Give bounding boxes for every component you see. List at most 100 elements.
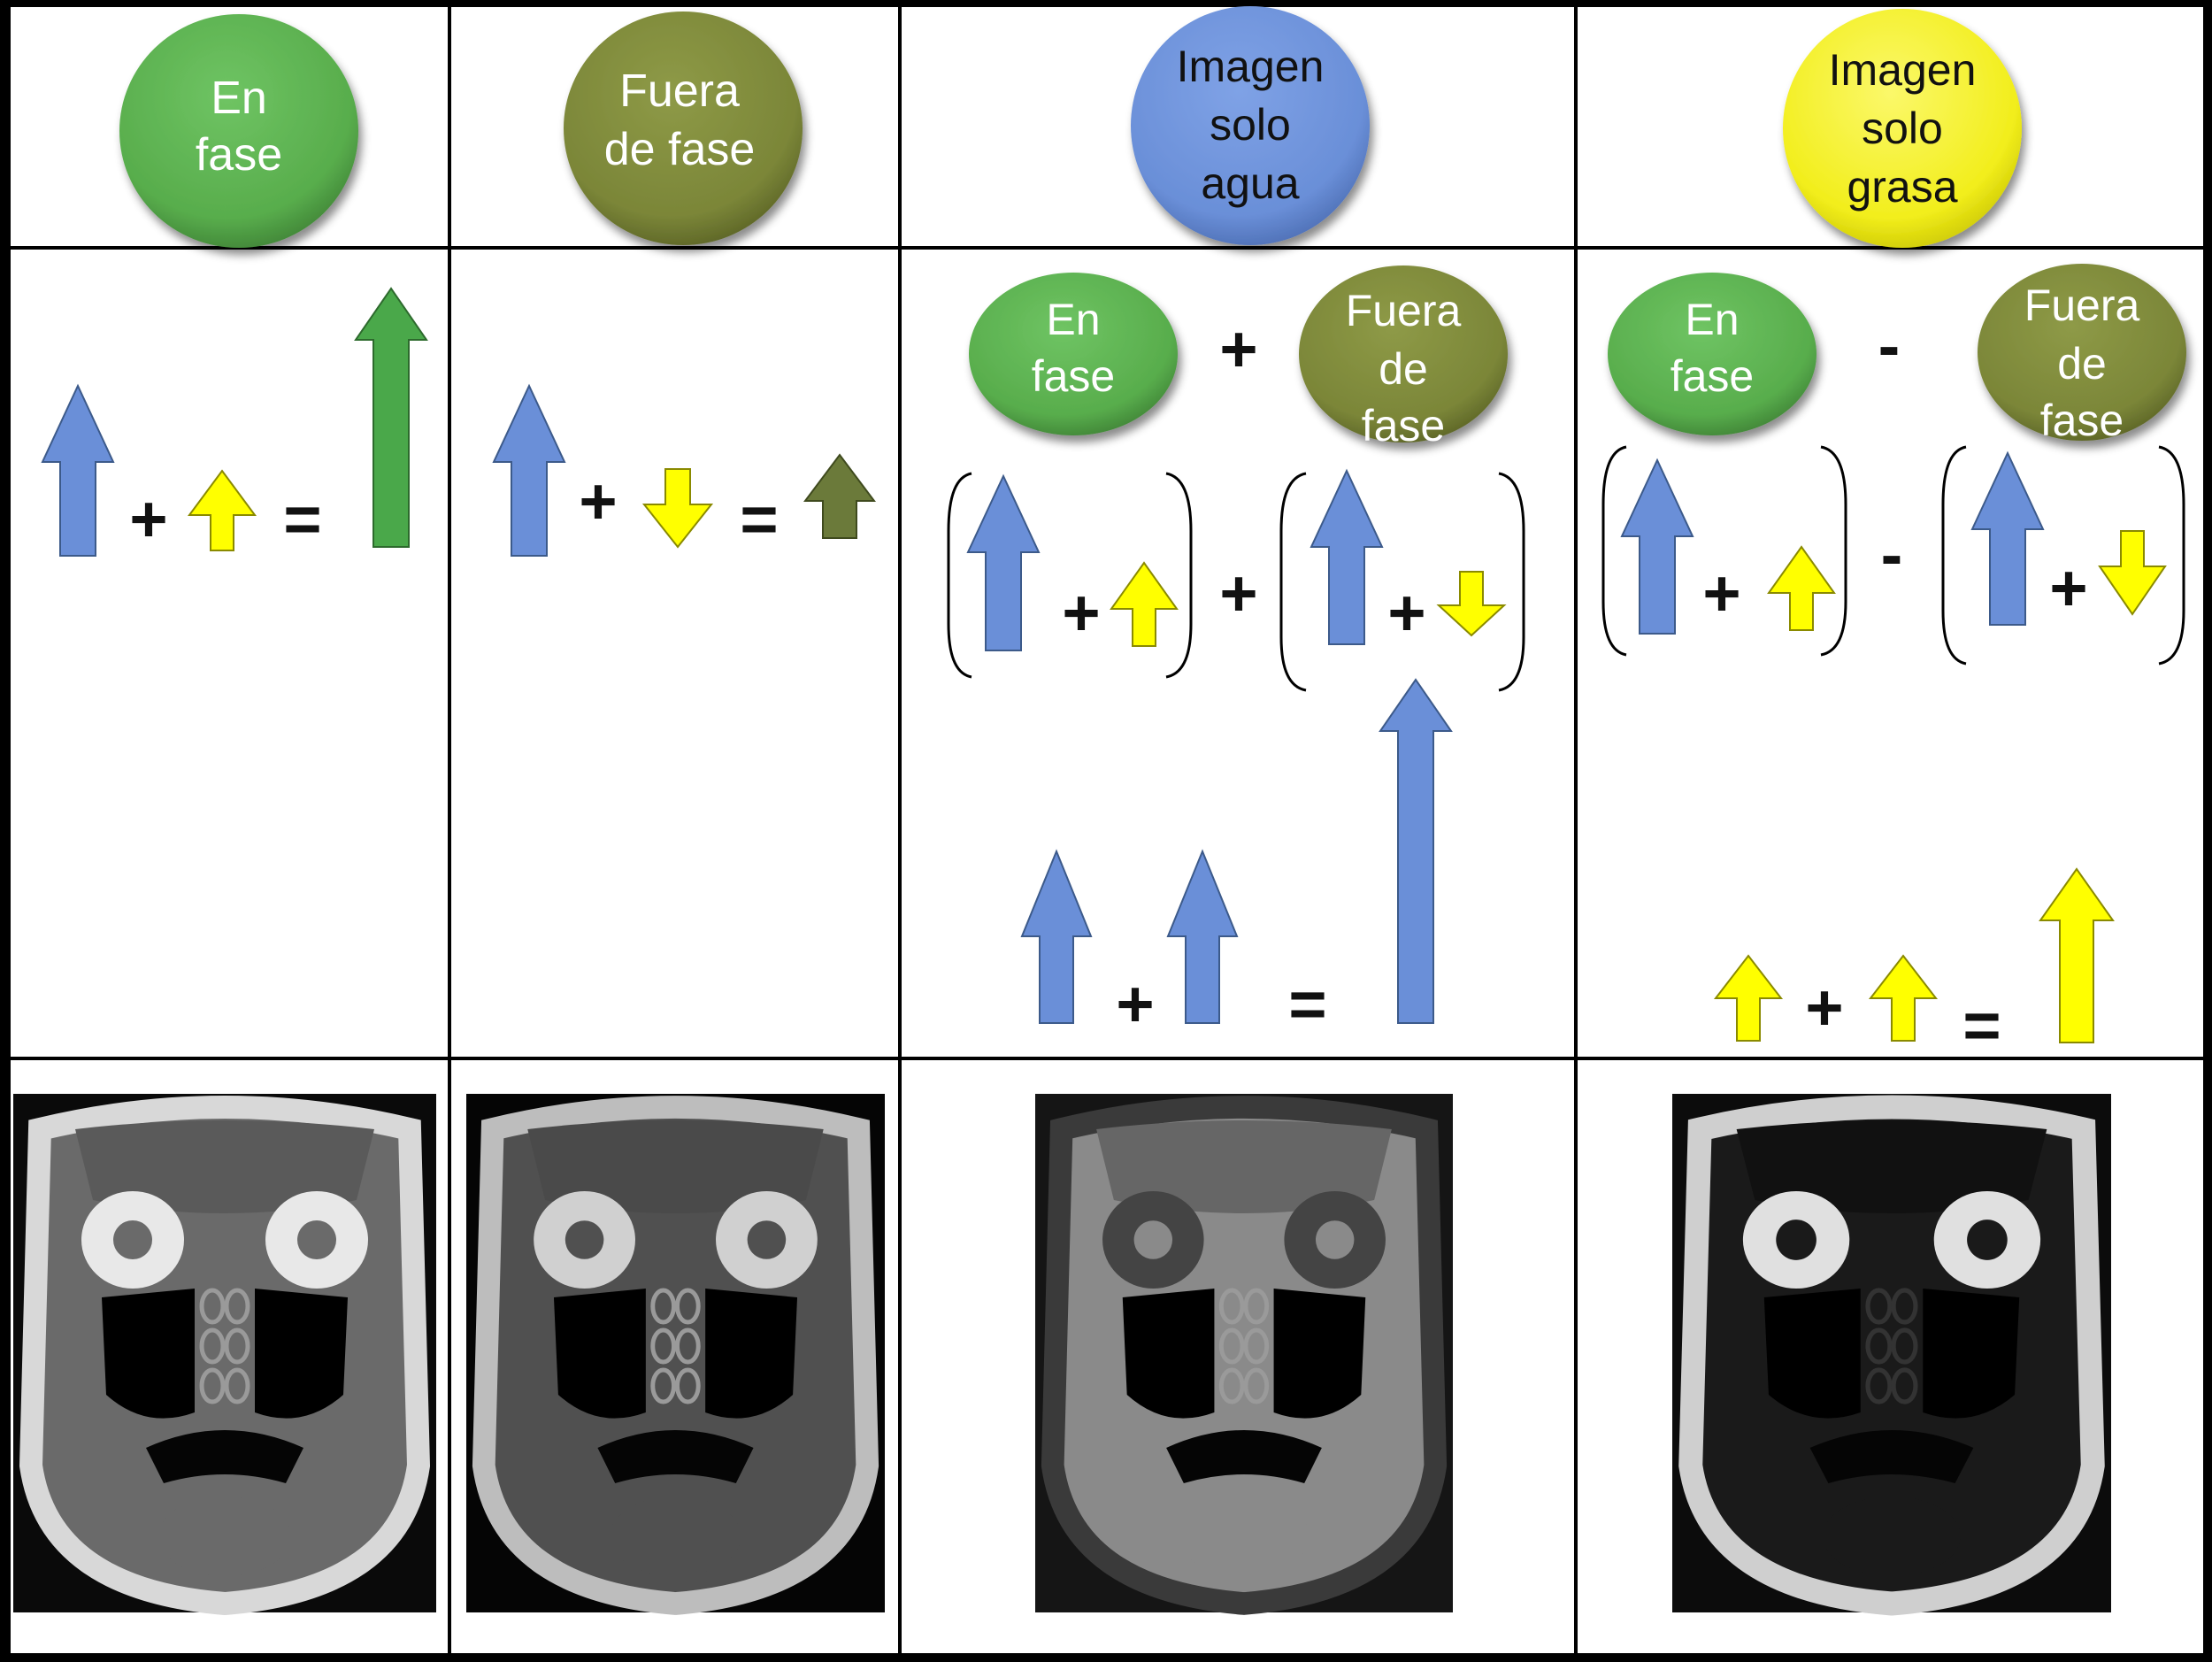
nasal-concha (224, 1288, 250, 1325)
nasal-concha (650, 1327, 676, 1365)
in-phase-result-arrow (354, 287, 428, 548)
nasal-concha (675, 1288, 701, 1325)
sinus-right (705, 1289, 798, 1419)
minus-sign: - (1881, 518, 1903, 591)
header-line-2: de fase (604, 124, 756, 175)
plus-sign: + (1387, 576, 1425, 650)
equation-en-fase: + = (41, 287, 428, 557)
nasal-concha (1218, 1288, 1245, 1325)
water-only-result-arrow (1379, 678, 1453, 1024)
equals-sign: = (1288, 967, 1326, 1041)
bracket-left-close (1165, 472, 1193, 679)
globe-right (1967, 1220, 2008, 1260)
equation-solo-grasa: En fase - Fuera de fase + - + + = (1601, 264, 2186, 1062)
equation-solo-agua: En fase + Fuera de fase + + + + = (947, 265, 1525, 1041)
header-fuera-de-fase: Fuera de fase (564, 12, 803, 245)
header-line-3: grasa (1847, 162, 1957, 212)
plus-sign: + (1219, 557, 1257, 630)
header-solo-grasa: Imagen solo grasa (1783, 9, 2022, 248)
fat-arrow-up (1110, 561, 1179, 647)
nasal-concha (199, 1367, 226, 1404)
oral-cavity (1809, 1430, 1974, 1483)
brain-region (527, 1120, 824, 1213)
out-phase-ellipse (1299, 265, 1508, 442)
minus-sign: - (1878, 309, 1901, 382)
tongue (1178, 1497, 1310, 1576)
header-line-1: Fuera (619, 65, 740, 117)
in-phase-ellipse (1608, 273, 1816, 435)
header-line-1: En (211, 73, 267, 124)
out-phase-ellipse (1978, 264, 2186, 441)
plus-sign: + (579, 465, 617, 538)
header-line-1: Imagen (1829, 45, 1977, 95)
bracket-left-close (1820, 445, 1847, 657)
equals-sign: = (1962, 989, 2001, 1062)
fat-arrow-down (2098, 530, 2167, 616)
nasal-concha (224, 1327, 250, 1365)
sinus-left (1763, 1289, 1861, 1419)
equals-sign: = (740, 482, 778, 556)
nasal-concha (675, 1327, 701, 1365)
globe-right (747, 1220, 787, 1259)
table-grid (11, 7, 2203, 1653)
header-line-2: solo (1210, 100, 1291, 150)
nasal-concha (199, 1327, 226, 1365)
plus-sign: + (129, 482, 167, 556)
sinus-left (553, 1289, 646, 1419)
oral-cavity (597, 1430, 754, 1483)
nasal-concha (224, 1367, 250, 1404)
sinus-right (1923, 1289, 2020, 1419)
in-phase-label-1: En (1685, 295, 1739, 344)
brain-region (1096, 1120, 1392, 1213)
out-phase-label-3: fase (1362, 401, 1446, 450)
out-phase-label-2: de (2057, 339, 2107, 389)
nasal-concha (1218, 1367, 1245, 1404)
water-arrow-up (41, 383, 115, 557)
nasal-concha (199, 1288, 226, 1325)
plus-sign: + (1062, 576, 1100, 650)
header-line-1: Imagen (1177, 42, 1325, 91)
plus-sign: + (2049, 551, 2087, 625)
oral-cavity (146, 1430, 303, 1483)
nasal-concha (650, 1367, 676, 1404)
header-circle (119, 14, 358, 248)
header-circle (564, 12, 803, 245)
fat-arrow-up (1767, 545, 1836, 631)
fat-arrow-down (641, 468, 714, 549)
plus-sign: + (1116, 967, 1154, 1041)
water-arrow-up (1020, 849, 1093, 1024)
bracket-left-open (947, 472, 972, 679)
sinus-right (255, 1289, 348, 1419)
bracket-right-close (1498, 472, 1525, 692)
header-solo-agua: Imagen solo agua (1131, 6, 1370, 245)
nasal-concha (1891, 1327, 1918, 1365)
in-phase-label-2: fase (1671, 351, 1755, 401)
bracket-right-open (1941, 445, 1967, 666)
nasal-concha (1218, 1327, 1245, 1365)
nasal-concha (1865, 1367, 1893, 1404)
sinus-left (1122, 1289, 1215, 1419)
out-phase-label-2: de (1379, 344, 1428, 394)
tongue (1823, 1497, 1961, 1576)
water-arrow-up (492, 383, 566, 557)
nasal-concha (675, 1367, 701, 1404)
globe-right (1315, 1220, 1355, 1259)
plus-sign: + (1702, 557, 1740, 630)
fat-arrow-up (1868, 954, 1939, 1042)
header-en-fase: En fase (119, 14, 358, 248)
brain-region (1736, 1120, 2047, 1213)
water-arrow-up (1970, 450, 2045, 626)
globe-left (1133, 1220, 1173, 1259)
mri-solo-agua (1035, 1094, 1453, 1615)
nasal-concha (1243, 1367, 1270, 1404)
plus-sign: + (1805, 971, 1843, 1044)
tongue (610, 1497, 741, 1576)
mri-solo-grasa (1672, 1094, 2111, 1616)
nasal-concha (1891, 1288, 1918, 1325)
globe-left (565, 1220, 604, 1259)
out-phase-label-1: Fuera (1346, 286, 1462, 335)
globe-right (297, 1220, 336, 1259)
header-circle (1131, 6, 1370, 245)
nasal-concha (1891, 1367, 1918, 1404)
water-arrow-up (966, 473, 1041, 651)
